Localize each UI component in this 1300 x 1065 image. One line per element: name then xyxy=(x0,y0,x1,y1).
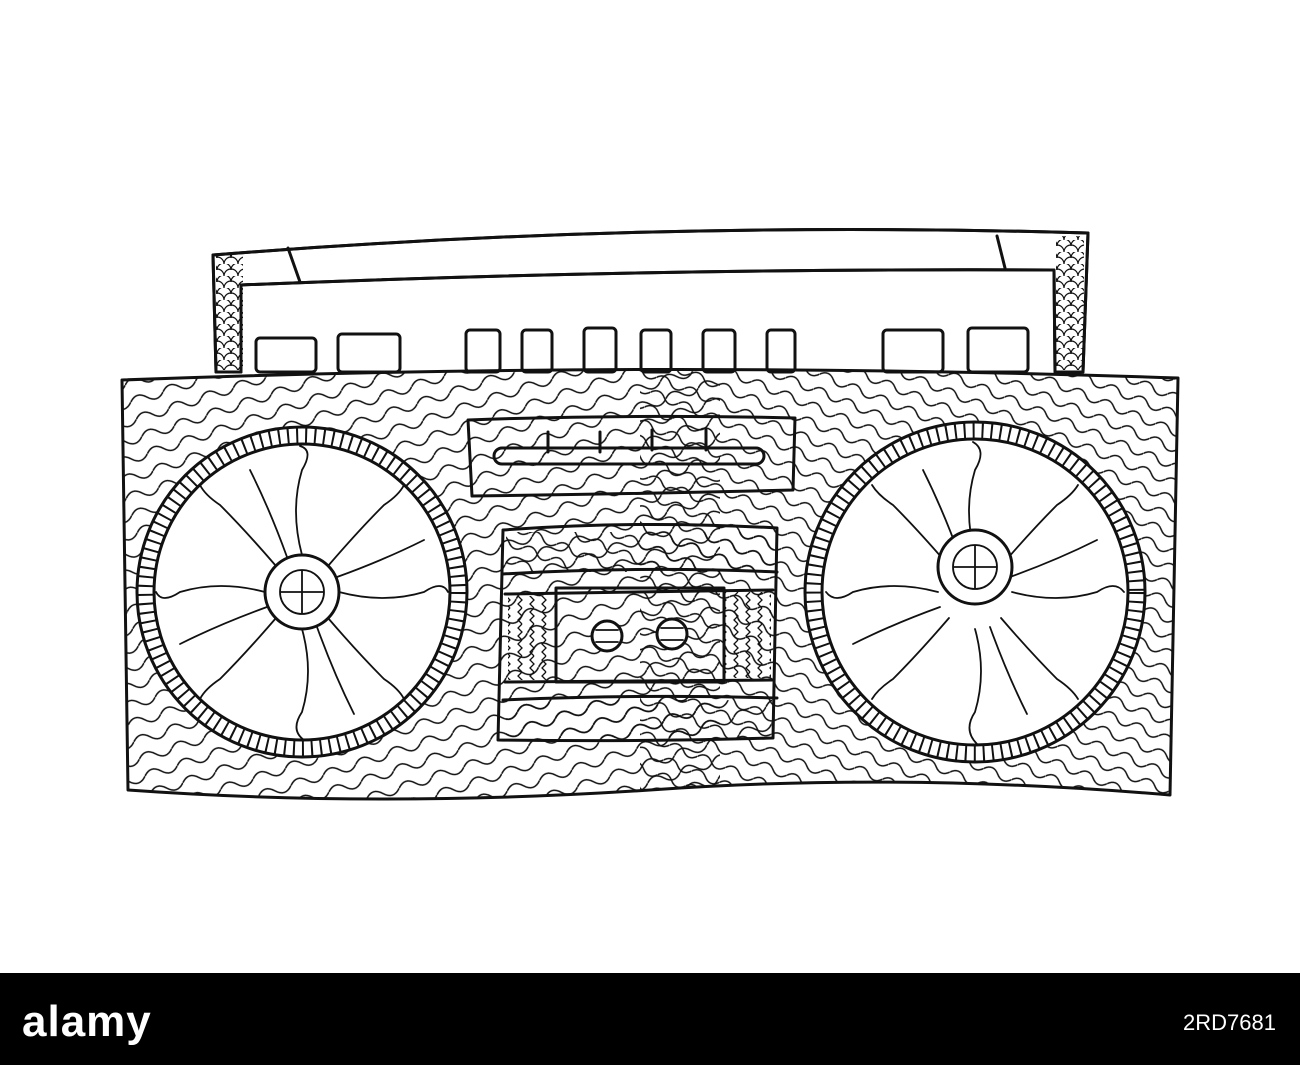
cassette-deck xyxy=(496,522,779,743)
alamy-logo: alamy xyxy=(22,997,152,1046)
top-buttons xyxy=(254,326,1030,374)
watermark-banner xyxy=(0,973,1300,1065)
right-speaker xyxy=(803,420,1147,764)
left-speaker xyxy=(135,425,469,759)
image-id: 2RD7681 xyxy=(1183,1010,1276,1035)
handle xyxy=(211,227,1090,374)
tuner-display xyxy=(466,414,797,498)
